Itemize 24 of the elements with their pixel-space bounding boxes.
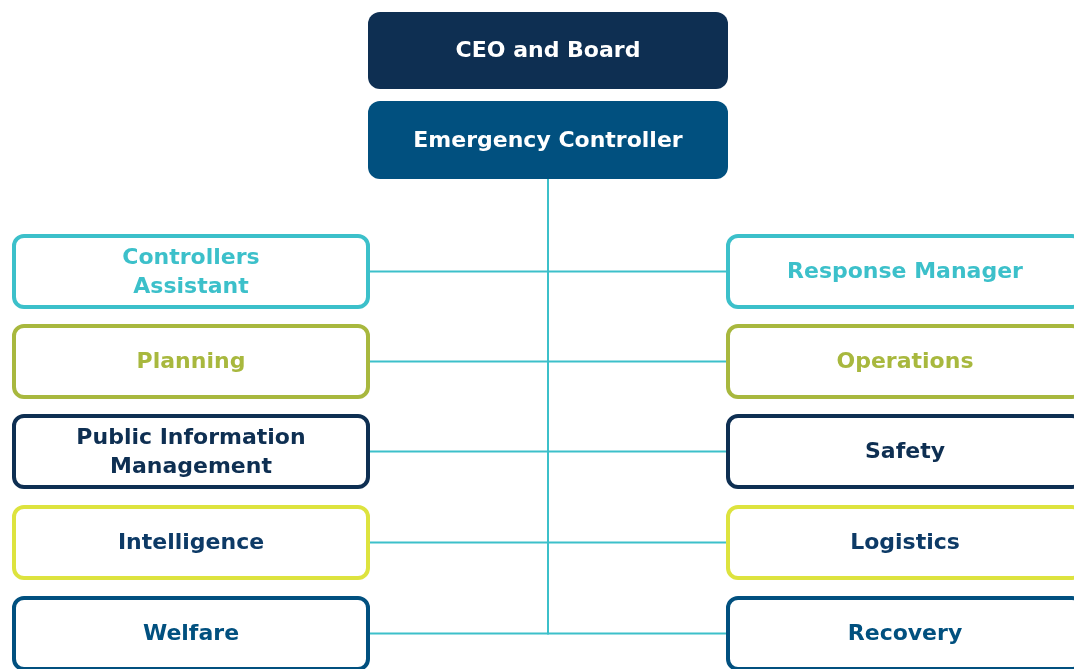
role-box — [726, 596, 1074, 669]
role-label: Emergency Controller — [413, 125, 683, 154]
role-label: Public Information Management — [75, 422, 307, 480]
role-box — [726, 414, 1074, 489]
role-label: CEO and Board — [455, 36, 641, 65]
title-box — [368, 12, 728, 89]
role-label: Response Manager — [787, 257, 1023, 286]
role-label: Controllers Assistant — [121, 242, 261, 300]
role-box — [12, 234, 370, 309]
title-box — [368, 101, 728, 179]
role-box — [726, 505, 1074, 580]
role-box — [12, 505, 370, 580]
role-label: Safety — [864, 437, 945, 466]
role-box — [12, 596, 370, 669]
role-label: Intelligence — [117, 528, 265, 557]
role-label: Planning — [136, 347, 246, 376]
role-box — [12, 324, 370, 399]
role-box — [726, 324, 1074, 399]
role-box — [726, 234, 1074, 309]
role-label: Recovery — [847, 619, 963, 648]
role-label: Welfare — [142, 619, 240, 648]
role-label: Logistics — [850, 528, 960, 557]
role-label: Operations — [836, 347, 974, 376]
role-box — [12, 414, 370, 489]
